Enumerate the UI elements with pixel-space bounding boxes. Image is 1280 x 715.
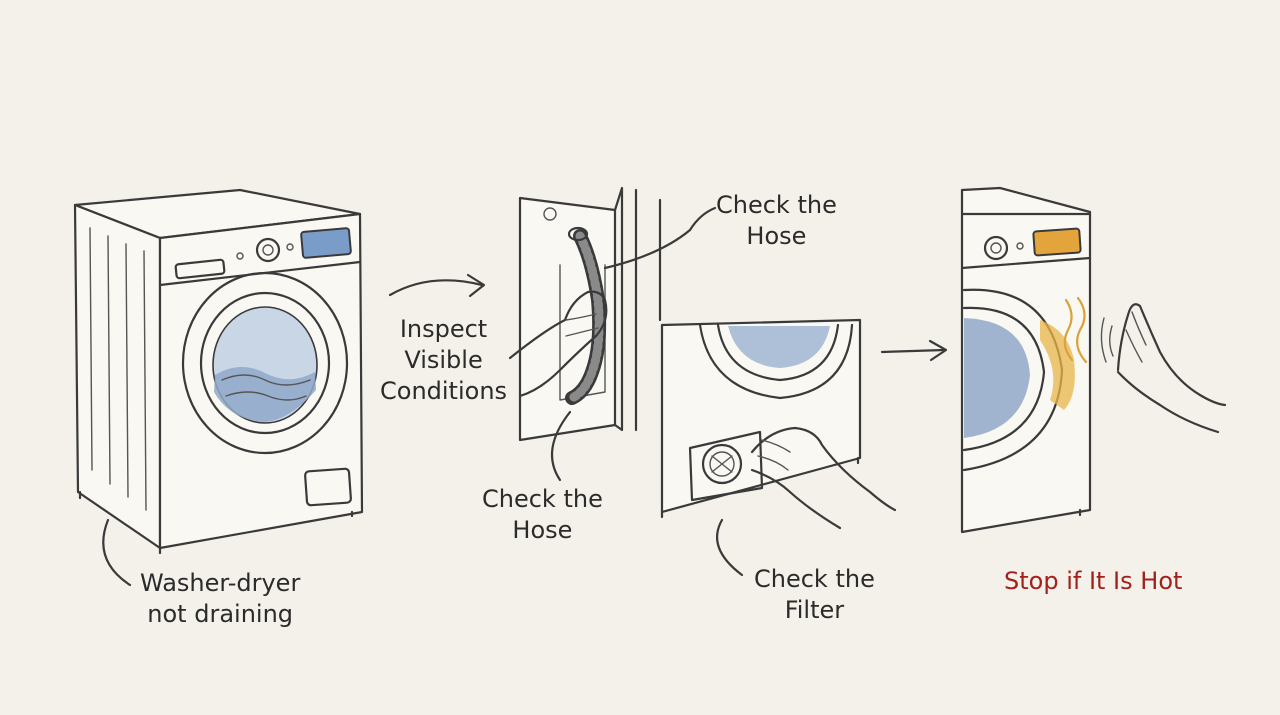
label-line: Visible (404, 346, 483, 374)
label-filter: Check the Filter (754, 564, 875, 626)
label-hose-top: Check the Hose (716, 190, 837, 252)
label-line: Check the (482, 485, 603, 513)
hand-icon (750, 426, 897, 530)
label-line: Hose (512, 516, 573, 544)
arrow-icon (880, 339, 948, 362)
arrow-icon (388, 273, 486, 298)
label-inspect: Inspect Visible Conditions (380, 314, 507, 407)
label-line: not draining (147, 600, 294, 628)
label-line: Filter (784, 596, 845, 624)
label-line: Washer-dryer (140, 569, 301, 597)
hand-icon (1116, 303, 1227, 434)
hand-icon (508, 290, 608, 398)
label-stop-hot: Stop if It Is Hot (1004, 567, 1183, 595)
label-line: Check the (754, 565, 875, 593)
drain-hose-icon (518, 186, 624, 442)
washer-dryer-icon (73, 188, 364, 555)
washer-dryer-icon (960, 186, 1092, 534)
washer-dryer-icon (634, 188, 862, 519)
heat-waves-icon (1040, 296, 1088, 410)
label-line: Hose (746, 222, 807, 250)
label-line: Inspect (399, 315, 488, 343)
label-hose-bottom: Check the Hose (482, 484, 603, 546)
label-line: Check the (716, 191, 837, 219)
filter-cap-icon (688, 430, 764, 502)
label-line: Conditions (380, 377, 508, 405)
label-not-draining: Washer-dryer not draining (140, 568, 300, 630)
